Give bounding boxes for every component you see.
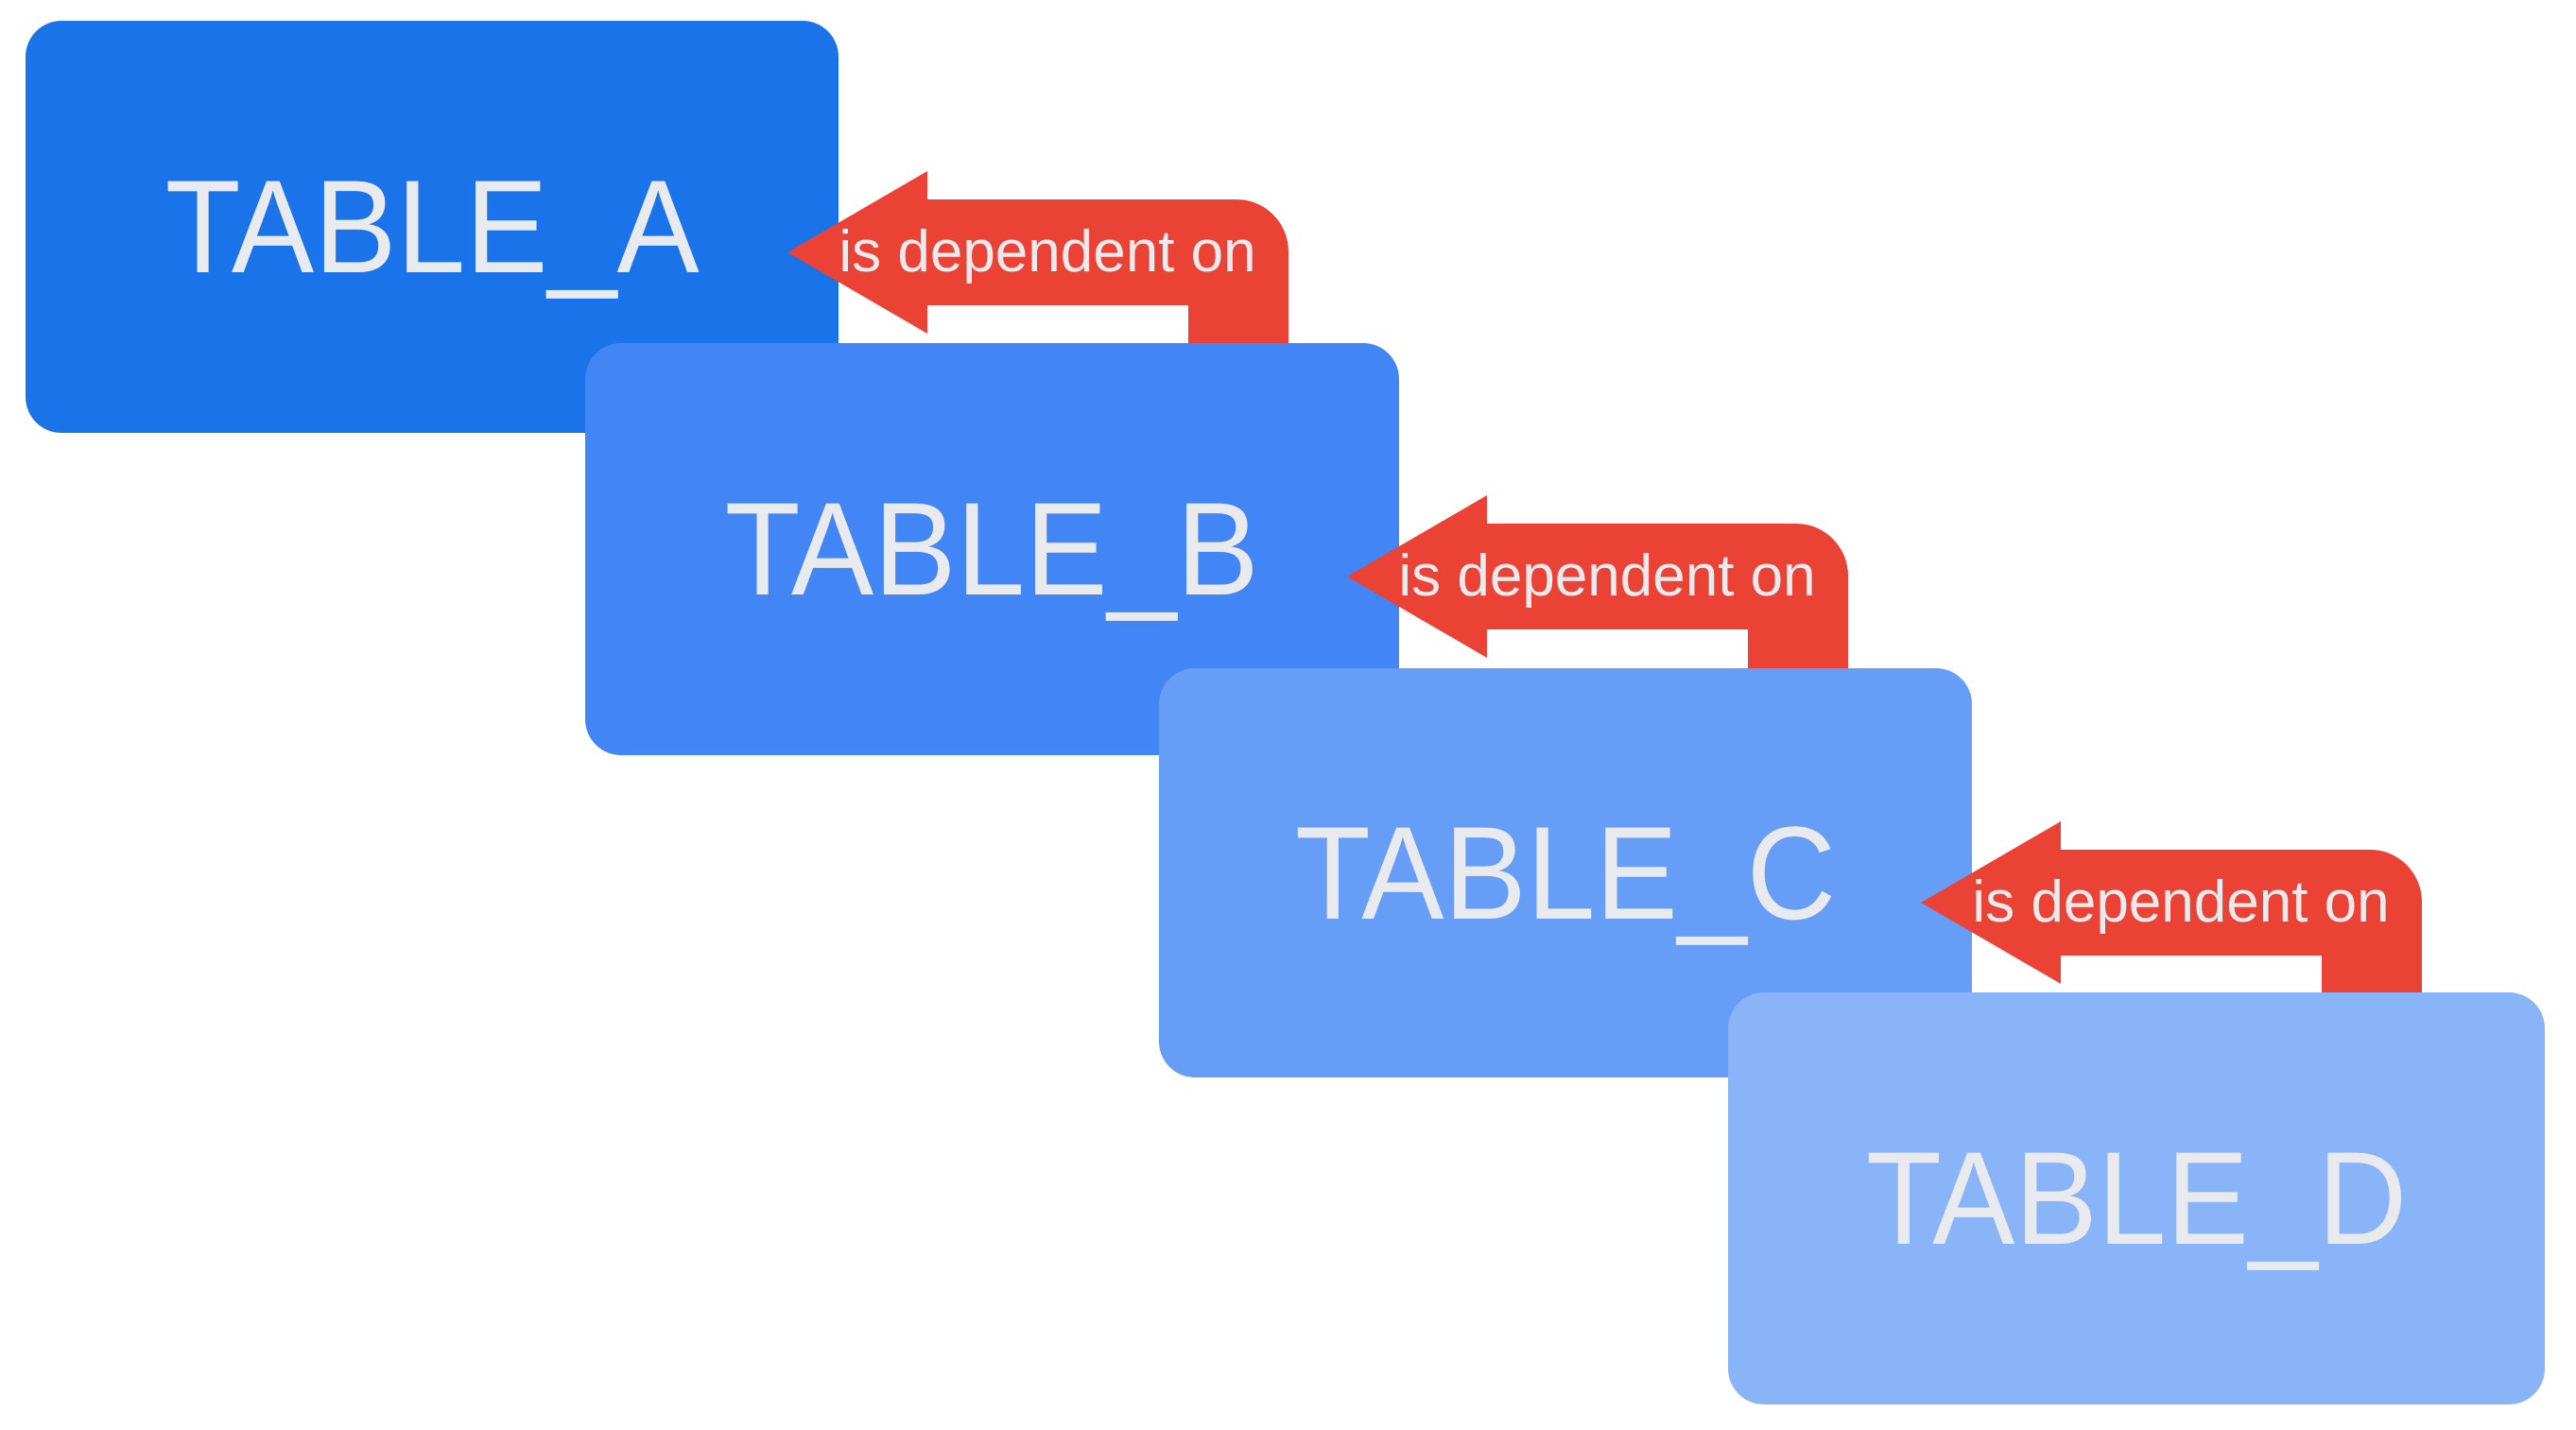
- table-a-label: TABLE_A: [164, 152, 700, 301]
- arrow-left-elbow-icon: [1921, 821, 2422, 995]
- dependency-arrow-label: is dependent on: [838, 219, 1256, 284]
- arrow-left-elbow-icon: [1347, 495, 1848, 669]
- table-d-label: TABLE_D: [1865, 1124, 2408, 1272]
- dependency-arrow-label: is dependent on: [1398, 543, 1816, 609]
- dependency-arrow-label: is dependent on: [1972, 870, 2390, 935]
- arrow-left-elbow-icon: [787, 171, 1288, 345]
- table-b-label: TABLE_B: [724, 474, 1260, 623]
- table-box-a: TABLE_A: [26, 21, 838, 433]
- dependency-arrow-b-to-a: is dependent on: [787, 171, 1288, 345]
- table-box-b: TABLE_B: [585, 343, 1399, 755]
- table-box-d: TABLE_D: [1728, 992, 2545, 1404]
- dependency-arrow-c-to-b: is dependent on: [1347, 495, 1848, 669]
- dependency-arrow-d-to-c: is dependent on: [1921, 821, 2422, 995]
- table-c-label: TABLE_C: [1294, 798, 1837, 947]
